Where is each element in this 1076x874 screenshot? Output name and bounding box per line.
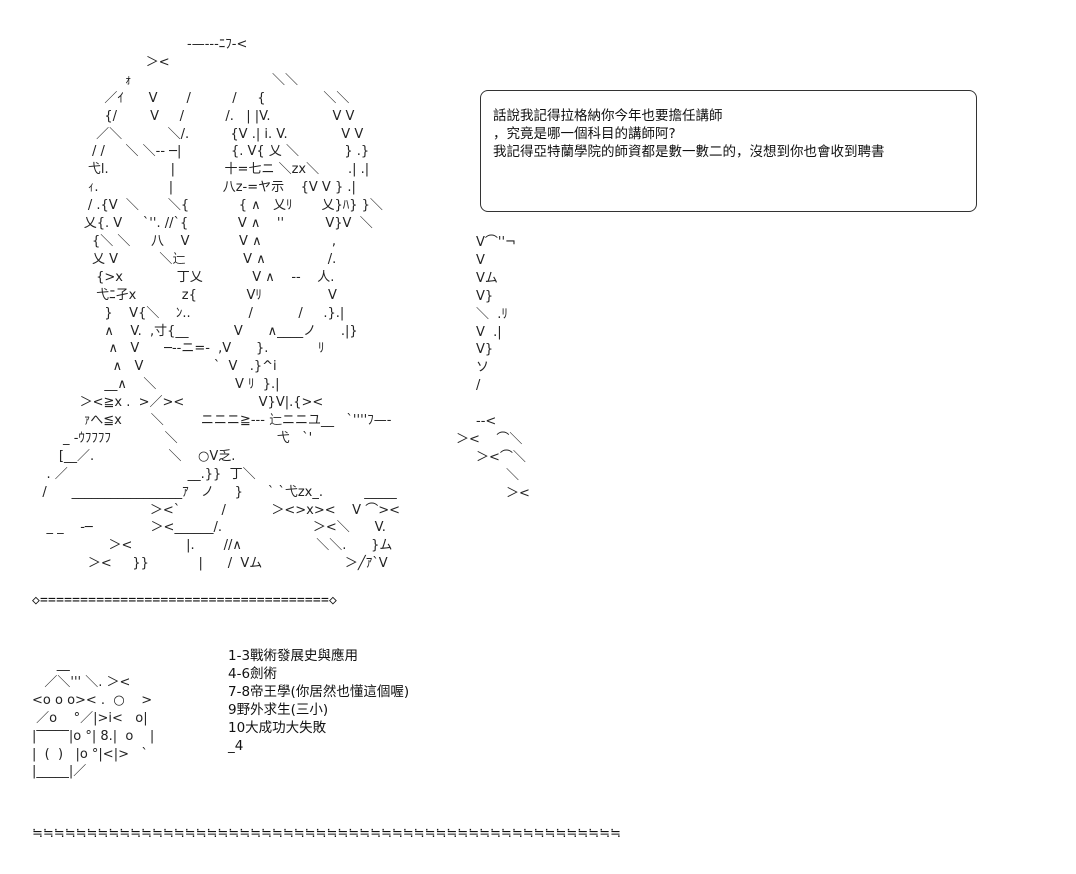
ascii-art-line: ∧ V ` V .}^i: [30, 359, 277, 375]
ascii-art-line: ｧへ≦x ＼ ニニニ≧--- 辷ニニユ__ ˋ''''ﾌ—-: [30, 413, 392, 429]
section-divider: ◇====================================◇: [32, 593, 338, 608]
ascii-art-line: ／ｲ V / / { ＼＼: [30, 90, 350, 106]
ascii-art-line: /: [476, 378, 481, 394]
ascii-art-line: ＞<≧x . >／>< V}V|.{><: [30, 395, 324, 411]
ascii-art-line: ＞<` / ＞<>x>< V ⌒><: [30, 502, 400, 518]
ascii-art-line: / / ＼ ＼-- ─| {. V{ 乂 ＼ } .}: [30, 144, 370, 160]
ascii-art-line: ＞<: [506, 485, 530, 501]
ascii-art-line: ｫ ＼＼: [30, 72, 299, 88]
ascii-art-line: {＼ ＼ 八 V V ∧ ,: [30, 233, 336, 249]
ascii-art-line: V⌒''¬: [476, 235, 516, 250]
ascii-art-line: <o o o>< . ○ >: [32, 692, 153, 708]
ascii-art-line: ／＼''' ＼. ＞<: [32, 674, 131, 690]
speech-line: 話說我記得拉格納你今年也要擔任講師: [493, 108, 723, 124]
ascii-art-line: V: [476, 252, 485, 268]
ascii-art-line: 弋ﾆ孑x z{ Vﾘ V: [30, 287, 337, 303]
ascii-art-line: / .{V ＼ ＼{ { ∧ 乂ﾘ 乂}ﾊ} }＼: [30, 198, 383, 214]
choice-item: 4-6劍術: [228, 665, 278, 682]
speech-bubble-text: 話說我記得拉格納你今年也要擔任講師 ，究竟是哪一個科目的講師阿? 我記得亞特蘭學…: [493, 107, 885, 161]
ascii-art-line: ＞< |. //∧ ＼＼. }ム: [30, 538, 393, 554]
ascii-art-line: -—--‐ﾆﾌ-<: [30, 37, 248, 52]
ascii-art-line: __∧ ＼ V ﾘ }.|: [30, 377, 280, 393]
choice-item: 10大成功大失敗: [228, 719, 327, 736]
ascii-art-line: ＞<: [30, 54, 170, 70]
ascii-art-line: V}: [476, 342, 494, 358]
choice-item: 1-3戰術發展史與應用: [228, 648, 359, 664]
ascii-art-dice: __ ／＼''' ＼. ＞< <o o o>< . ○ > ／o °／|>i< o…: [32, 656, 154, 781]
speech-line: ，究竟是哪一個科目的講師阿?: [493, 126, 676, 142]
ascii-art-line: ／o °／|>i< o|: [32, 710, 148, 726]
ascii-art-line: Vム: [476, 270, 498, 286]
ascii-art-line: ＼: [506, 467, 520, 483]
ascii-art-line: ＞< ⌒＼: [456, 431, 523, 447]
ascii-art-line: _ -ｳﾌﾌﾌﾌ ＼ 弋 `': [30, 430, 313, 446]
ascii-art-line: / _________________ｱ ノ } ` `弋zx_. _____: [30, 484, 397, 500]
ascii-art-line: ソ: [476, 360, 490, 376]
ascii-art-line: |_____|／: [32, 764, 87, 780]
ascii-art-line: ＞<⌒＼: [476, 449, 526, 465]
ascii-art-line: {>x 丁乂 V ∧ -- 人.: [30, 269, 335, 285]
choice-item: 9野外求生(三小): [228, 701, 329, 718]
choice-result: _4: [228, 737, 244, 754]
ascii-art-line: ＞< }} | / Vム ＞╱ｱ`V: [30, 556, 388, 572]
ascii-art-line: ∧ V. ,寸{__ V ∧____ノ .|}: [30, 323, 358, 339]
ascii-art-line: _ _ -─ ＞<______/. ＞<＼ V.: [30, 520, 386, 536]
ascii-art-line: ｨ. | 八z-=ヤ示 {V V } .|: [30, 180, 356, 196]
ascii-art-line: } V{＼ ﾝ.. / / .}.|: [30, 305, 345, 321]
ascii-art-line: . ／ __.}} 丁＼: [30, 466, 256, 482]
ascii-art-line: ∧ V ─--ニ=- ,V }. ﾘ: [30, 341, 325, 357]
ascii-art-line: |‾‾‾‾‾|o °| 8.| o |: [32, 728, 155, 744]
choice-list: 1-3戰術發展史與應用 4-6劍術 7-8帝王學(你居然也懂這個喔) 9野外求生…: [228, 648, 409, 755]
ascii-art-line: V .|: [476, 324, 502, 340]
ascii-art-character: -—--‐ﾆﾌ-< ＞< ｫ ＼＼ ／ｲ V / / { ＼＼ {/ V: [30, 36, 400, 573]
choice-item: 7-8帝王學(你居然也懂這個喔): [228, 683, 410, 700]
speech-line: 我記得亞特蘭學院的師資都是數一數二的，沒想到你也會收到聘書: [493, 144, 885, 160]
speech-bubble: 話說我記得拉格納你今年也要擔任講師 ，究竟是哪一個科目的講師阿? 我記得亞特蘭學…: [480, 90, 977, 212]
ascii-art-line: ＼ .ﾘ: [476, 306, 508, 322]
ascii-art-line: __: [32, 657, 70, 672]
ascii-art-line: 乂{. V `''. //`{ V ∧ '' V}V ＼: [30, 216, 373, 232]
ascii-art-line: {/ V / /. | |V. V V: [30, 108, 355, 124]
ascii-art-line: | ( ) |o °|<|> `: [32, 746, 148, 762]
footer-divider: ≒≒≒≒≒≒≒≒≒≒≒≒≒≒≒≒≒≒≒≒≒≒≒≒≒≒≒≒≒≒≒≒≒≒≒≒≒≒≒≒…: [32, 826, 621, 841]
ascii-art-line: 弋l. | 十=七ニ ＼zx＼ .| .|: [30, 162, 370, 178]
ascii-art-line: [__／. ＼ ○V乏.: [30, 448, 236, 464]
ascii-art-line: 乂 V ＼辷 V ∧ /.: [30, 251, 337, 267]
ascii-art-line: --<: [476, 414, 497, 429]
ascii-art-line: ／＼ ＼/. {V .| i. V. V V: [30, 126, 364, 142]
ascii-art-line: V}: [476, 288, 494, 304]
